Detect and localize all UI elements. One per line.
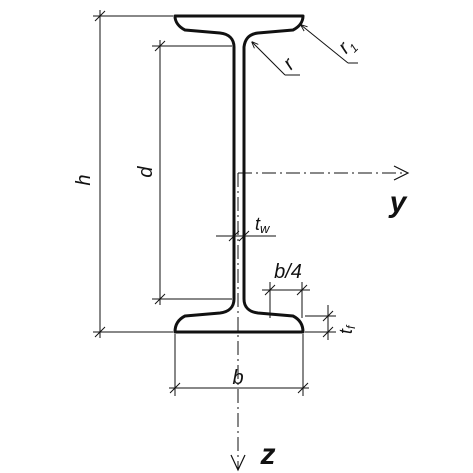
dimension-b bbox=[169, 334, 309, 396]
label-d: d bbox=[135, 166, 157, 178]
dimension-tf bbox=[305, 305, 336, 340]
leader-r1 bbox=[301, 25, 358, 64]
dimension-b4 bbox=[262, 282, 310, 318]
label-z-axis: z bbox=[260, 438, 276, 471]
y-axis-arrowhead bbox=[393, 165, 410, 181]
z-axis-arrowhead bbox=[230, 454, 246, 472]
label-b: b bbox=[232, 367, 243, 389]
dimension-tw bbox=[216, 230, 276, 242]
label-tf: tf bbox=[336, 324, 358, 334]
dimension-d bbox=[152, 40, 232, 305]
i-beam-section bbox=[173, 14, 305, 334]
label-b4: b/4 bbox=[274, 261, 302, 283]
label-tw: tw bbox=[255, 214, 271, 236]
leader-r bbox=[252, 42, 300, 76]
label-y-axis: y bbox=[388, 186, 408, 219]
label-r1: r1 bbox=[334, 33, 361, 60]
label-h: h bbox=[73, 174, 95, 185]
dimension-h bbox=[93, 10, 173, 338]
label-r: r bbox=[279, 53, 300, 74]
